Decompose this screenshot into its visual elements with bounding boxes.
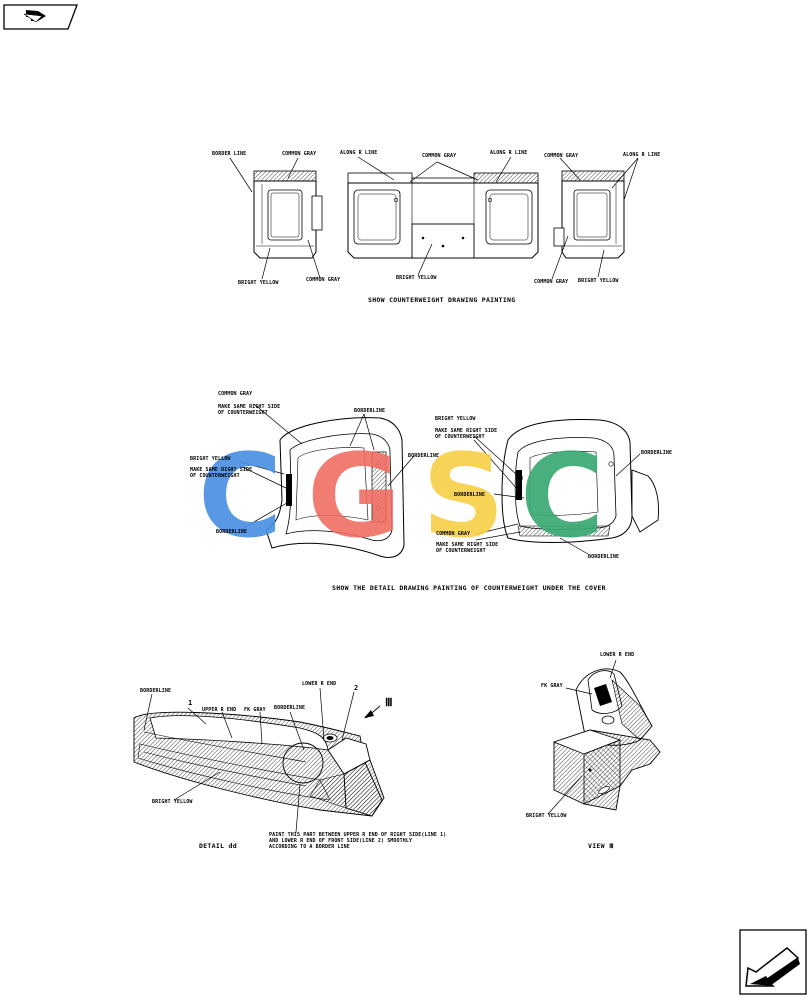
counterweight-rear-view	[347, 172, 539, 259]
section2-leader-lines	[239, 403, 641, 555]
label-common-gray-d: COMMON GRAY	[306, 277, 341, 283]
label-upper-r-end: UPPER R END	[202, 707, 237, 713]
label-along-r-line-a: ALONG R LINE	[340, 150, 378, 156]
label-along-r-line-b: ALONG R LINE	[490, 150, 528, 156]
counterweight-cover-detail-right	[501, 419, 659, 543]
callout-2: 2	[354, 684, 359, 692]
label-common-gray-a: COMMON GRAY	[282, 151, 317, 157]
label-fk-gray-b: FK GRAY	[541, 683, 563, 689]
label-lower-r-end-a: LOWER R END	[302, 681, 337, 687]
label-along-r-line-c: ALONG R LINE	[623, 152, 661, 158]
label-borderline-dd-a: BORDERLINE	[140, 688, 172, 694]
label-make-same-c2: OF COUNTERWEIGHT	[435, 434, 485, 440]
view-iii-leader-lines	[547, 659, 617, 815]
label-bright-yellow-cover-b: BRIGHT YELLOW	[435, 416, 476, 422]
label-bright-yellow-dd: BRIGHT YELLOW	[152, 799, 193, 805]
label-make-same-d1: MAKE SAME RIGHT SIDE	[436, 542, 499, 548]
view-marker: Ⅲ	[385, 696, 393, 709]
label-make-same-b1: MAKE SAME RIGHT SIDE	[190, 467, 253, 473]
caption-view-iii: VIEW Ⅲ	[588, 842, 614, 850]
label-lower-r-end-b: LOWER R END	[600, 652, 635, 658]
label-make-same-d2: OF COUNTERWEIGHT	[436, 548, 486, 554]
label-fk-gray-a: FK GRAY	[244, 707, 266, 713]
note-line-3: ACCORDING TO A BORDER LINE	[269, 844, 350, 850]
watermark-letter-c1: C	[198, 430, 283, 564]
label-common-gray-cover-a: COMMON GRAY	[218, 391, 253, 397]
label-borderline-d: BORDERLINE	[641, 450, 673, 456]
label-common-gray-e: COMMON GRAY	[534, 279, 569, 285]
label-make-same-a2: OF COUNTERWEIGHT	[218, 410, 268, 416]
section2-caption: SHOW THE DETAIL DRAWING PAINTING OF COUN…	[332, 584, 606, 592]
label-make-same-b2: OF COUNTERWEIGHT	[190, 473, 240, 479]
caption-detail-dd: DETAIL dd	[199, 842, 237, 850]
note-line-1: PAINT THIS PART BETWEEN UPPER R END OF R…	[269, 832, 447, 838]
watermark-letter-s: S	[422, 430, 505, 564]
label-border-line: BORDER LINE	[212, 151, 247, 157]
label-bright-yellow-a: BRIGHT YELLOW	[238, 280, 279, 286]
label-borderline-e: BORDERLINE	[454, 492, 486, 498]
label-bright-yellow-c: BRIGHT YELLOW	[578, 278, 619, 284]
label-borderline-a: BORDERLINE	[354, 408, 386, 414]
note-line-2: AND LOWER R END OF FRONT SIDE(LINE 2) SM…	[269, 838, 413, 844]
counterweight-cover-detail-left	[265, 417, 405, 559]
label-common-gray-b: COMMON GRAY	[422, 153, 457, 159]
label-common-gray-cover-b: COMMON GRAY	[436, 531, 471, 537]
counterweight-side-view-right	[553, 170, 625, 259]
label-bright-yellow-cover-a: BRIGHT YELLOW	[190, 456, 231, 462]
callout-1: 1	[188, 699, 193, 707]
view-iii-drawing	[552, 668, 661, 811]
detail-dd-drawing	[133, 705, 385, 817]
label-make-same-a1: MAKE SAME RIGHT SIDE	[218, 404, 281, 410]
prev-page-arrow-icon[interactable]	[3, 4, 78, 30]
next-page-arrow-icon[interactable]	[739, 929, 807, 995]
label-borderline-f: BORDERLINE	[588, 554, 620, 560]
watermark-letter-c2: C	[520, 430, 605, 564]
label-bright-yellow-b: BRIGHT YELLOW	[396, 275, 437, 281]
counterweight-side-view-left	[253, 170, 323, 259]
label-common-gray-c: COMMON GRAY	[544, 153, 579, 159]
section3-leader-lines	[143, 687, 355, 833]
label-borderline-c: BORDERLINE	[408, 453, 440, 459]
label-borderline-dd-b: BORDERLINE	[274, 705, 306, 711]
section1-leader-lines	[229, 156, 639, 280]
section1-caption: SHOW COUNTERWEIGHT DRAWING PAINTING	[368, 296, 516, 304]
watermark-letter-g: G	[307, 430, 402, 564]
label-bright-yellow-view: BRIGHT YELLOW	[526, 813, 567, 819]
label-make-same-c1: MAKE SAME RIGHT SIDE	[435, 428, 498, 434]
label-borderline-b: BORDERLINE	[216, 529, 248, 535]
